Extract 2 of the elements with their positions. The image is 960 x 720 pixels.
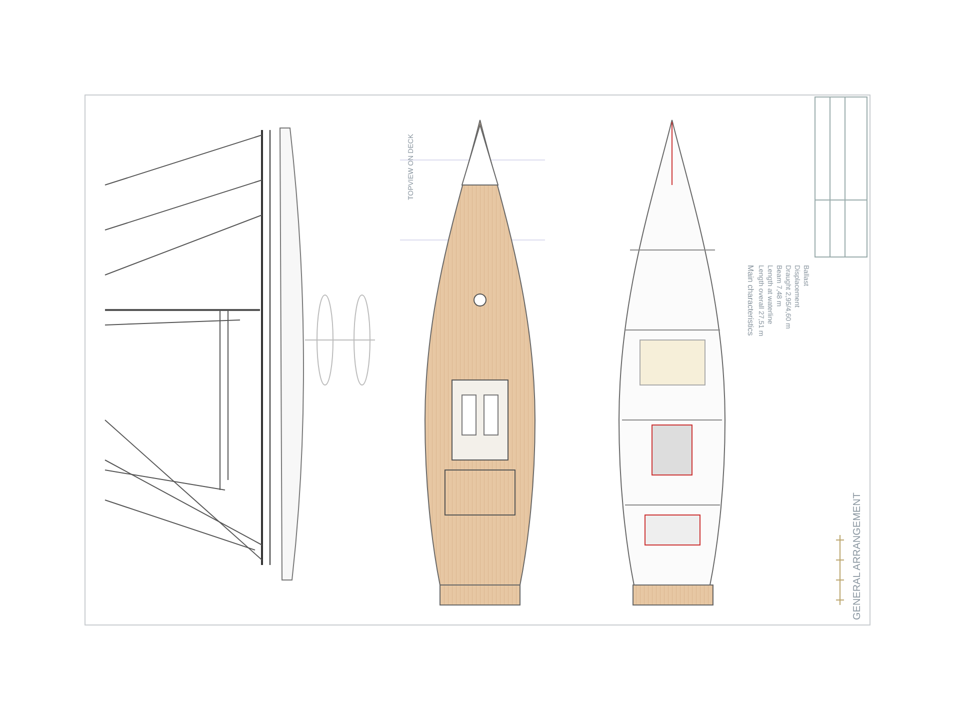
spec-heading: Main characteristics xyxy=(746,265,755,336)
drawing-title: GENERAL ARRANGEMENT xyxy=(852,492,863,620)
